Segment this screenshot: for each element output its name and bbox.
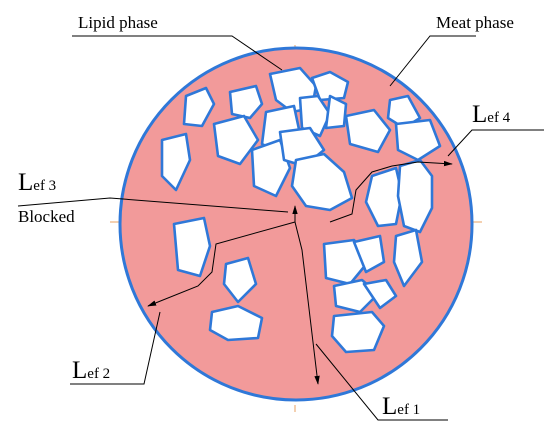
blocked-label: Blocked [18,207,75,226]
meat-phase-leader [390,36,476,86]
lef4-leader [448,130,544,156]
lipid-phase-label: Lipid phase [78,13,158,32]
lef1-label: Lef 1 [382,393,420,420]
lef4-label: Lef 4 [472,101,511,128]
meat-phase-label: Meat phase [436,13,514,32]
lef2-label: Lef 2 [72,357,110,384]
lef3-label: Lef 3 [18,169,56,196]
lipid-particle [332,312,384,352]
